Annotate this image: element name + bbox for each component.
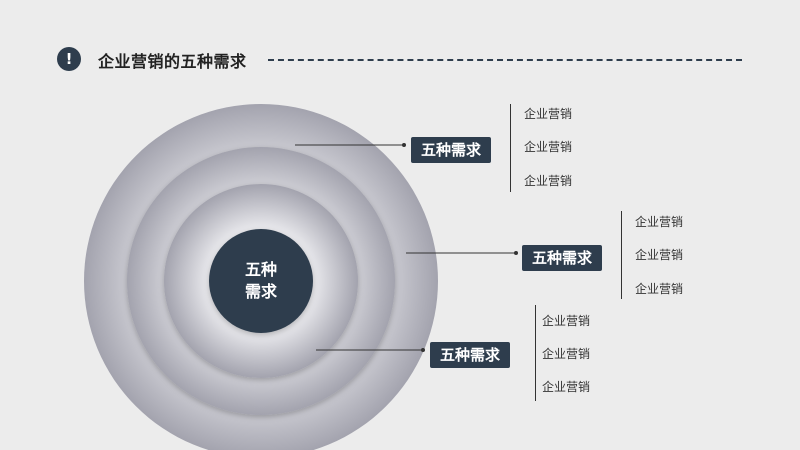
group-1-divider (510, 104, 511, 192)
list-item: 企业营销 (542, 380, 591, 394)
center-label-line-2: 需求 (244, 282, 277, 301)
exclamation-icon: ! (57, 47, 81, 71)
list-item: 企业营销 (524, 174, 573, 188)
center-label: 五种 需求 (209, 229, 313, 333)
connector-dot-3 (421, 348, 425, 352)
list-item: 企业营销 (635, 248, 684, 262)
list-item: 企业营销 (542, 314, 591, 328)
list-item: 企业营销 (635, 215, 684, 229)
page-title: 企业营销的五种需求 (98, 52, 247, 71)
group-3-divider (535, 305, 536, 401)
tag-3: 五种需求 (430, 342, 511, 368)
center-circle (209, 229, 313, 333)
center-label-line-1: 五种 (244, 260, 277, 279)
tag-1: 五种需求 (411, 137, 492, 163)
connector-dot-1 (402, 143, 406, 147)
list-item: 企业营销 (524, 107, 573, 121)
title-divider (268, 59, 742, 61)
list-item: 企业营销 (542, 347, 591, 361)
list-item: 企业营销 (524, 140, 573, 154)
connector-dot-2 (514, 251, 518, 255)
group-2-divider (621, 211, 622, 299)
tag-2: 五种需求 (522, 245, 603, 271)
list-item: 企业营销 (635, 282, 684, 296)
